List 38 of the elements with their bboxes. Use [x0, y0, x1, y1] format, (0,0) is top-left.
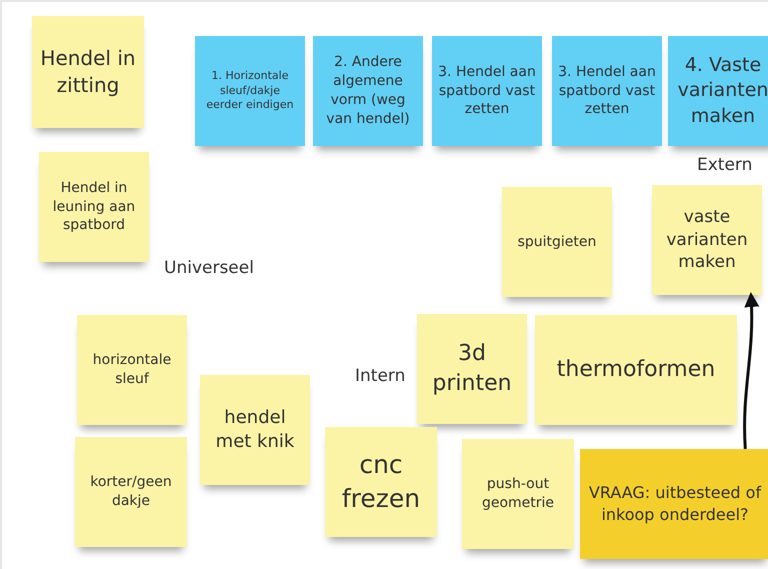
note-text: vaste varianten maken [665, 206, 749, 274]
sticky-note [432, 36, 542, 146]
note-text: hendel met knik [214, 406, 296, 454]
sticky-note [535, 315, 737, 425]
sticky-note [325, 427, 437, 537]
sticky-note [462, 439, 574, 549]
group-label: Extern [697, 155, 752, 175]
note-text: 4. Vaste varianten maken [676, 52, 768, 129]
note-text: spuitgieten [518, 232, 596, 252]
note-text: VRAAG: uitbesteed of inkoop onderdeel? [588, 482, 762, 526]
note-text: 3. Hendel aan spatbord vast zetten [438, 62, 536, 120]
arrow [743, 292, 760, 450]
sticky-note [502, 187, 612, 297]
sticky-note [552, 36, 662, 146]
sticky-note [39, 152, 149, 262]
note-text: thermoformen [556, 356, 716, 384]
group-label: Intern [355, 366, 406, 386]
note-text: 3d printen [431, 340, 513, 398]
note-text: push-out geometrie [480, 475, 556, 513]
note-text: Hendel in zitting [39, 45, 137, 99]
group-label: Universeel [164, 258, 254, 278]
sticky-note [32, 16, 144, 128]
sticky-note [75, 437, 187, 547]
sticky-note [195, 36, 305, 146]
note-text: cnc frezen [340, 449, 422, 515]
note-text: 2. Andere algemene vorm (weg van hendel) [325, 53, 411, 129]
sticky-note [77, 315, 187, 425]
note-text: Hendel in leuning aan spatbord [52, 178, 136, 236]
sticky-note [200, 375, 310, 485]
note-text: horizontale sleuf [92, 351, 172, 389]
sticky-note [668, 36, 768, 146]
sticky-note [313, 36, 423, 146]
sticky-note [580, 449, 768, 559]
note-text: 3. Hendel aan spatbord vast zetten [558, 62, 656, 120]
sticky-note [652, 185, 762, 295]
sticky-note [417, 314, 527, 424]
note-text: 1. Horizontale sleuf/dakje eerder eindigen [205, 68, 295, 114]
note-text: korter/geen dakje [89, 473, 173, 511]
